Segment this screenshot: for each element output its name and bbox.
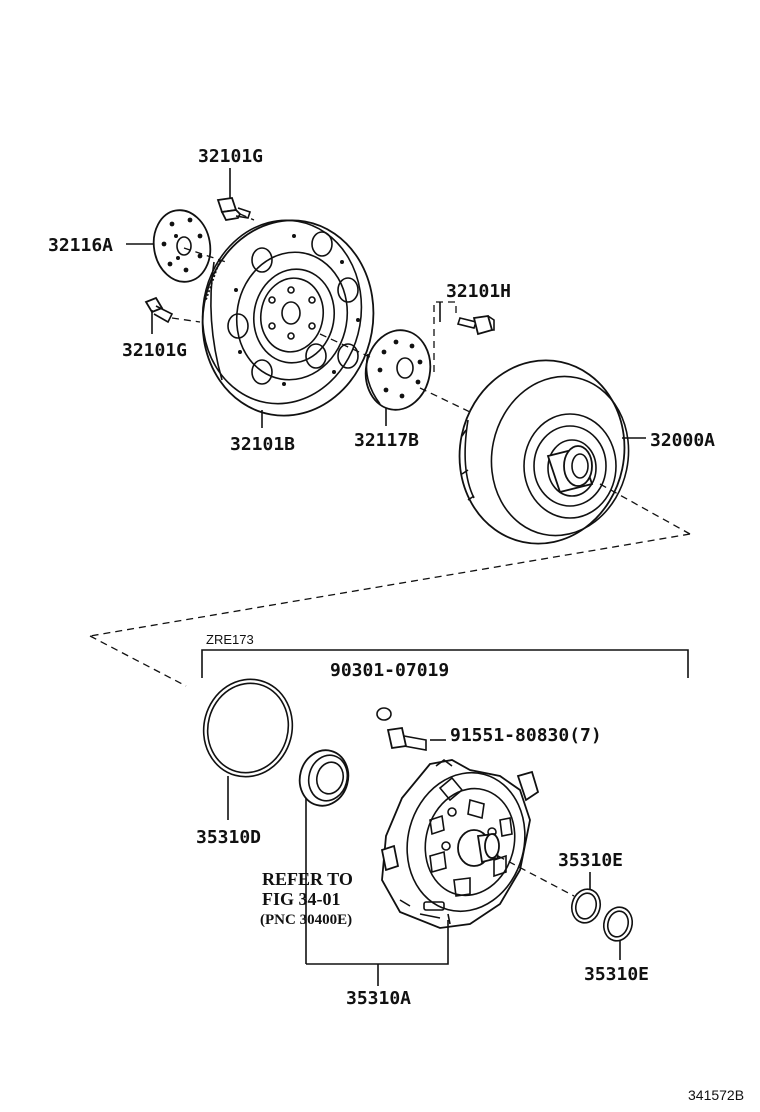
torque-converter-32000a[interactable] <box>443 345 643 559</box>
figure-id: 341572B <box>688 1087 744 1103</box>
label-32101h: 32101H <box>446 281 511 302</box>
label-32101g-top: 32101G <box>198 146 263 167</box>
drive-plate-32101b[interactable] <box>187 207 388 430</box>
label-90301-07019: 90301-07019 <box>330 660 449 681</box>
bolt-32101g-left[interactable] <box>144 296 174 324</box>
note-pnc-30400e: (PNC 30400E) <box>260 912 352 928</box>
note-refer-to: REFER TO <box>262 869 353 889</box>
label-32116a: 32116A <box>48 235 113 256</box>
note-fig-34-01: FIG 34-01 <box>262 889 341 909</box>
o-ring-35310e-a[interactable] <box>568 886 604 926</box>
oil-pump-35310a[interactable] <box>380 759 540 929</box>
o-ring-90301[interactable] <box>376 707 392 721</box>
o-ring-35310e-b[interactable] <box>600 904 636 944</box>
label-32117b: 32117B <box>354 430 419 451</box>
label-32000a: 32000A <box>650 430 715 451</box>
label-35310a: 35310A <box>346 988 411 1009</box>
spacer-32117b[interactable] <box>360 325 437 415</box>
label-zre173: ZRE173 <box>206 632 254 647</box>
bolt-32101h[interactable] <box>456 314 495 336</box>
bolt-91551[interactable] <box>386 726 427 751</box>
label-35310e-bottom: 35310E <box>584 964 649 985</box>
bolt-32101g-top[interactable] <box>216 197 252 221</box>
spacer-32116a[interactable] <box>148 206 216 287</box>
oil-seal[interactable] <box>294 745 355 812</box>
label-32101g-left: 32101G <box>122 340 187 361</box>
label-32101b: 32101B <box>230 434 295 455</box>
o-ring-35310d[interactable] <box>193 669 303 786</box>
label-35310e-top: 35310E <box>558 850 623 871</box>
label-35310d: 35310D <box>196 827 261 848</box>
label-91551-80830: 91551-80830(7) <box>450 725 602 746</box>
